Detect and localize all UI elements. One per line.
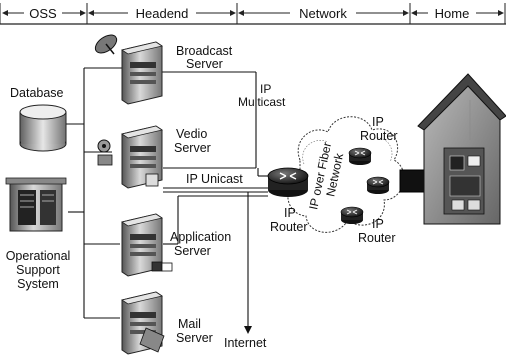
video-label-line1: Vedio — [176, 127, 207, 141]
media-reel-icon — [97, 139, 159, 187]
house-icon — [417, 73, 506, 225]
arrowhead — [238, 10, 244, 16]
broadcast-server-icon — [121, 41, 163, 105]
core-router-label-line2: Router — [270, 220, 308, 234]
internet-arrowhead — [244, 326, 252, 334]
top-router-icon — [348, 147, 372, 165]
database-icon — [19, 104, 67, 152]
arrowhead — [230, 10, 236, 16]
video-label-line2: Server — [174, 141, 211, 155]
ops-label-line1: Operational — [6, 249, 71, 263]
connection-lines — [66, 67, 402, 330]
application-label-line2: Server — [174, 244, 211, 258]
mail-label-line1: Mail — [178, 317, 201, 331]
core-router-icon — [267, 167, 309, 197]
ops-label-line3: System — [17, 277, 59, 291]
arrowhead — [80, 10, 86, 16]
header-oss: OSS — [29, 6, 57, 21]
bottom-router-label-line1: IP — [372, 217, 384, 231]
application-label-line1: Application — [170, 230, 231, 244]
middle-router-icon — [366, 176, 390, 194]
core-router-label-line1: IP — [284, 206, 296, 220]
satellite-dish-icon — [94, 34, 118, 55]
header-band: OSS Headend Network Home — [0, 3, 506, 25]
application-server-icon — [121, 213, 163, 277]
video-server-icon — [121, 125, 163, 189]
arrowhead — [2, 10, 8, 16]
bottom-router-label-line2: Router — [358, 231, 396, 245]
header-headend: Headend — [136, 6, 189, 21]
database-label: Database — [10, 86, 64, 100]
multicast-label-line2: Multicast — [238, 95, 286, 109]
app-module-icon — [151, 261, 173, 272]
broadcast-label-line2: Server — [186, 57, 223, 71]
bottom-router-icon — [340, 206, 364, 224]
top-router-label-line2: Router — [360, 129, 398, 143]
multicast-label-line1: IP — [260, 82, 271, 96]
unicast-label: IP Unicast — [186, 172, 243, 186]
mail-envelope-icon — [139, 327, 165, 353]
header-network: Network — [299, 6, 347, 21]
operations-server-icon — [5, 177, 67, 232]
arrowhead — [88, 10, 94, 16]
arrowhead — [498, 10, 504, 16]
ops-label-line2: Support — [16, 263, 60, 277]
arrowhead — [403, 10, 409, 16]
broadcast-label-line1: Broadcast — [176, 44, 233, 58]
arrowhead — [411, 10, 417, 16]
header-home: Home — [435, 6, 470, 21]
internet-label: Internet — [224, 336, 267, 350]
top-router-label-line1: IP — [372, 115, 384, 129]
mail-label-line2: Server — [176, 331, 213, 345]
